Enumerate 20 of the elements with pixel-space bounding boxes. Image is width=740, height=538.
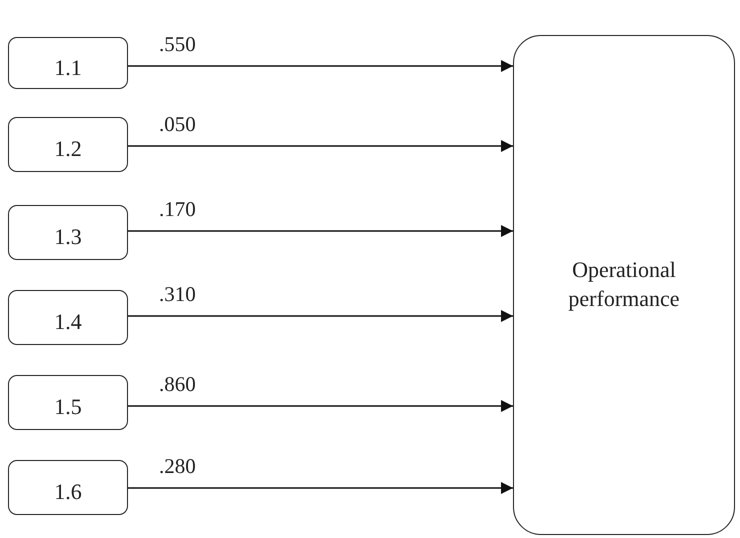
arrow xyxy=(128,140,513,152)
arrow xyxy=(128,225,513,237)
arrow xyxy=(128,60,513,72)
factor-box xyxy=(8,205,128,260)
node-label: 1.2 xyxy=(54,135,82,164)
factor-box xyxy=(8,37,128,89)
outcome-box xyxy=(513,35,735,535)
factor-box xyxy=(8,375,128,430)
arrow xyxy=(128,310,513,322)
factor-box xyxy=(8,290,128,345)
factor-box xyxy=(8,460,128,515)
arrow xyxy=(128,400,513,412)
node-label: 1.5 xyxy=(54,393,82,422)
node-label: 1.3 xyxy=(54,223,82,252)
factor-box xyxy=(8,117,128,172)
node-label: 1.1 xyxy=(54,54,82,82)
node-label: Operational performance xyxy=(567,256,681,313)
node-label: 1.6 xyxy=(54,478,82,506)
arrow xyxy=(128,482,513,494)
node-label: 1.4 xyxy=(54,308,82,336)
